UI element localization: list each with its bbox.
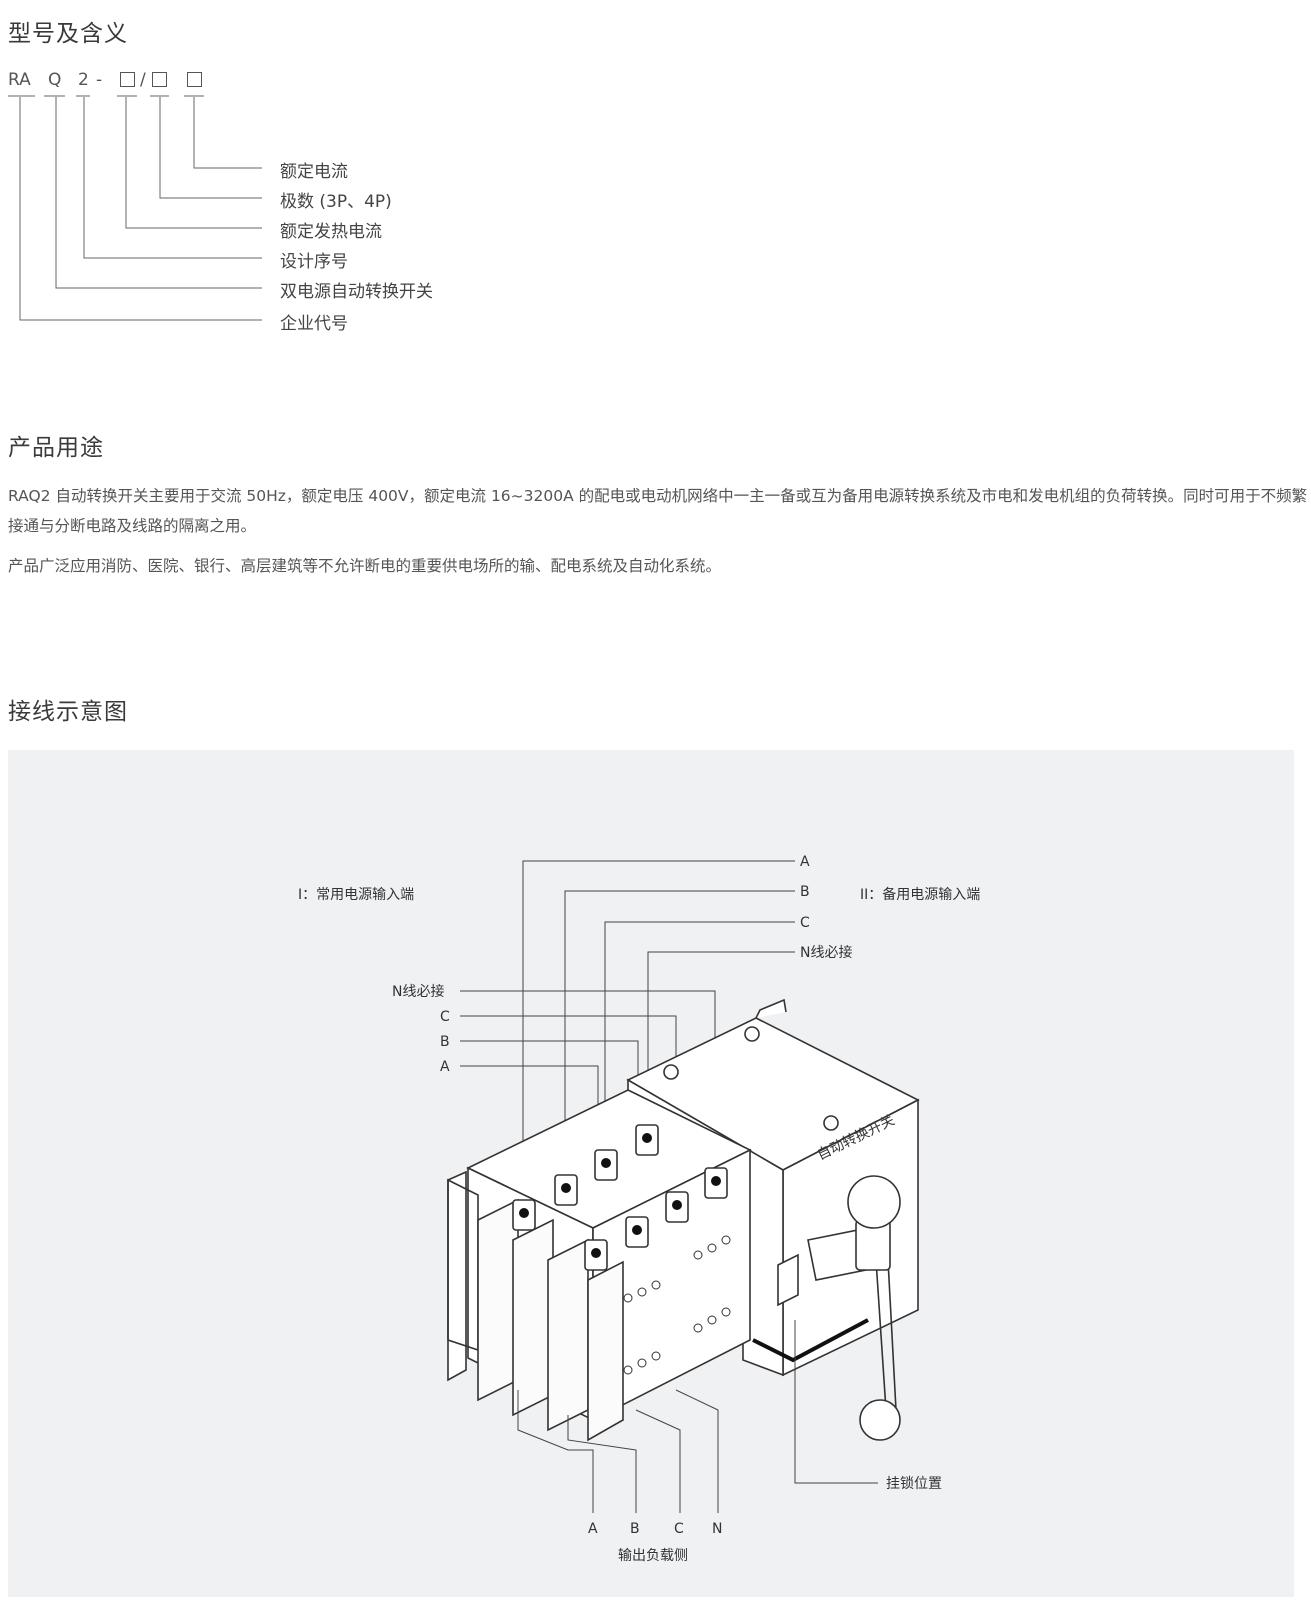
output-terminal-a: A — [588, 1521, 598, 1537]
usage-paragraph-1: RAQ2 自动转换开关主要用于交流 50Hz，额定电压 400V，额定电流 16… — [8, 487, 1308, 535]
output-terminal-c: C — [674, 1521, 684, 1537]
model-code-leader-lines — [8, 95, 262, 321]
code-type: Q — [48, 70, 62, 90]
handle-bottom-knob-icon — [859, 1399, 901, 1441]
right-terminal-a: A — [800, 854, 810, 870]
right-terminal-b: B — [800, 884, 810, 900]
meaning-heat-current: 额定发热电流 — [280, 222, 382, 242]
wiring-diagram: I：常用电源输入端 II：备用电源输入端 A B C N线必接 N线必接 C B… — [298, 854, 980, 1564]
code-box-rated-current — [187, 72, 202, 87]
wiring-section-title: 接线示意图 — [8, 699, 128, 725]
code-design: 2 — [78, 70, 89, 90]
source1-label: I：常用电源输入端 — [298, 887, 414, 903]
handle-top-knob-icon — [847, 1175, 901, 1229]
left-terminal-n: N线必接 — [392, 983, 444, 1000]
left-terminal-b: B — [440, 1034, 450, 1050]
output-leader-lines — [517, 1389, 719, 1513]
meaning-ats: 双电源自动转换开关 — [280, 282, 433, 302]
right-leader-lines — [522, 860, 795, 1185]
usage-paragraph-2: 产品广泛应用消防、医院、银行、高层建筑等不允许断电的重要供电场所的输、配电系统及… — [8, 557, 722, 575]
lock-label: 挂锁位置 — [886, 1476, 942, 1492]
code-box-poles — [152, 72, 167, 87]
right-terminal-n: N线必接 — [800, 944, 852, 961]
code-box-heat-current — [120, 72, 135, 87]
output-terminal-b: B — [630, 1521, 640, 1537]
meaning-poles: 极数 (3P、4P) — [280, 192, 392, 212]
code-dash: - — [96, 70, 103, 90]
code-company: RA — [8, 70, 31, 90]
meaning-design-serial: 设计序号 — [280, 252, 348, 272]
housing-holes — [623, 1235, 731, 1375]
ats-device-drawing — [447, 998, 920, 1442]
usage-section-title: 产品用途 — [8, 435, 104, 461]
source2-label: II：备用电源输入端 — [860, 886, 980, 903]
output-terminal-n: N — [712, 1521, 722, 1537]
right-terminal-c: C — [800, 915, 810, 931]
left-terminal-c: C — [440, 1009, 450, 1025]
handle-knobs — [847, 1175, 901, 1441]
lock-leader-line — [794, 1320, 878, 1484]
left-terminal-a: A — [440, 1059, 450, 1075]
meaning-rated-current: 额定电流 — [280, 162, 348, 182]
terminal-screws — [519, 1133, 721, 1258]
model-section-title: 型号及含义 — [8, 21, 128, 47]
meaning-company-code: 企业代号 — [280, 314, 348, 334]
wiring-diagram-panel: I：常用电源输入端 II：备用电源输入端 A B C N线必接 N线必接 C B… — [8, 750, 1294, 1597]
output-label: 输出负载侧 — [618, 1548, 688, 1564]
code-slash: / — [140, 70, 146, 90]
